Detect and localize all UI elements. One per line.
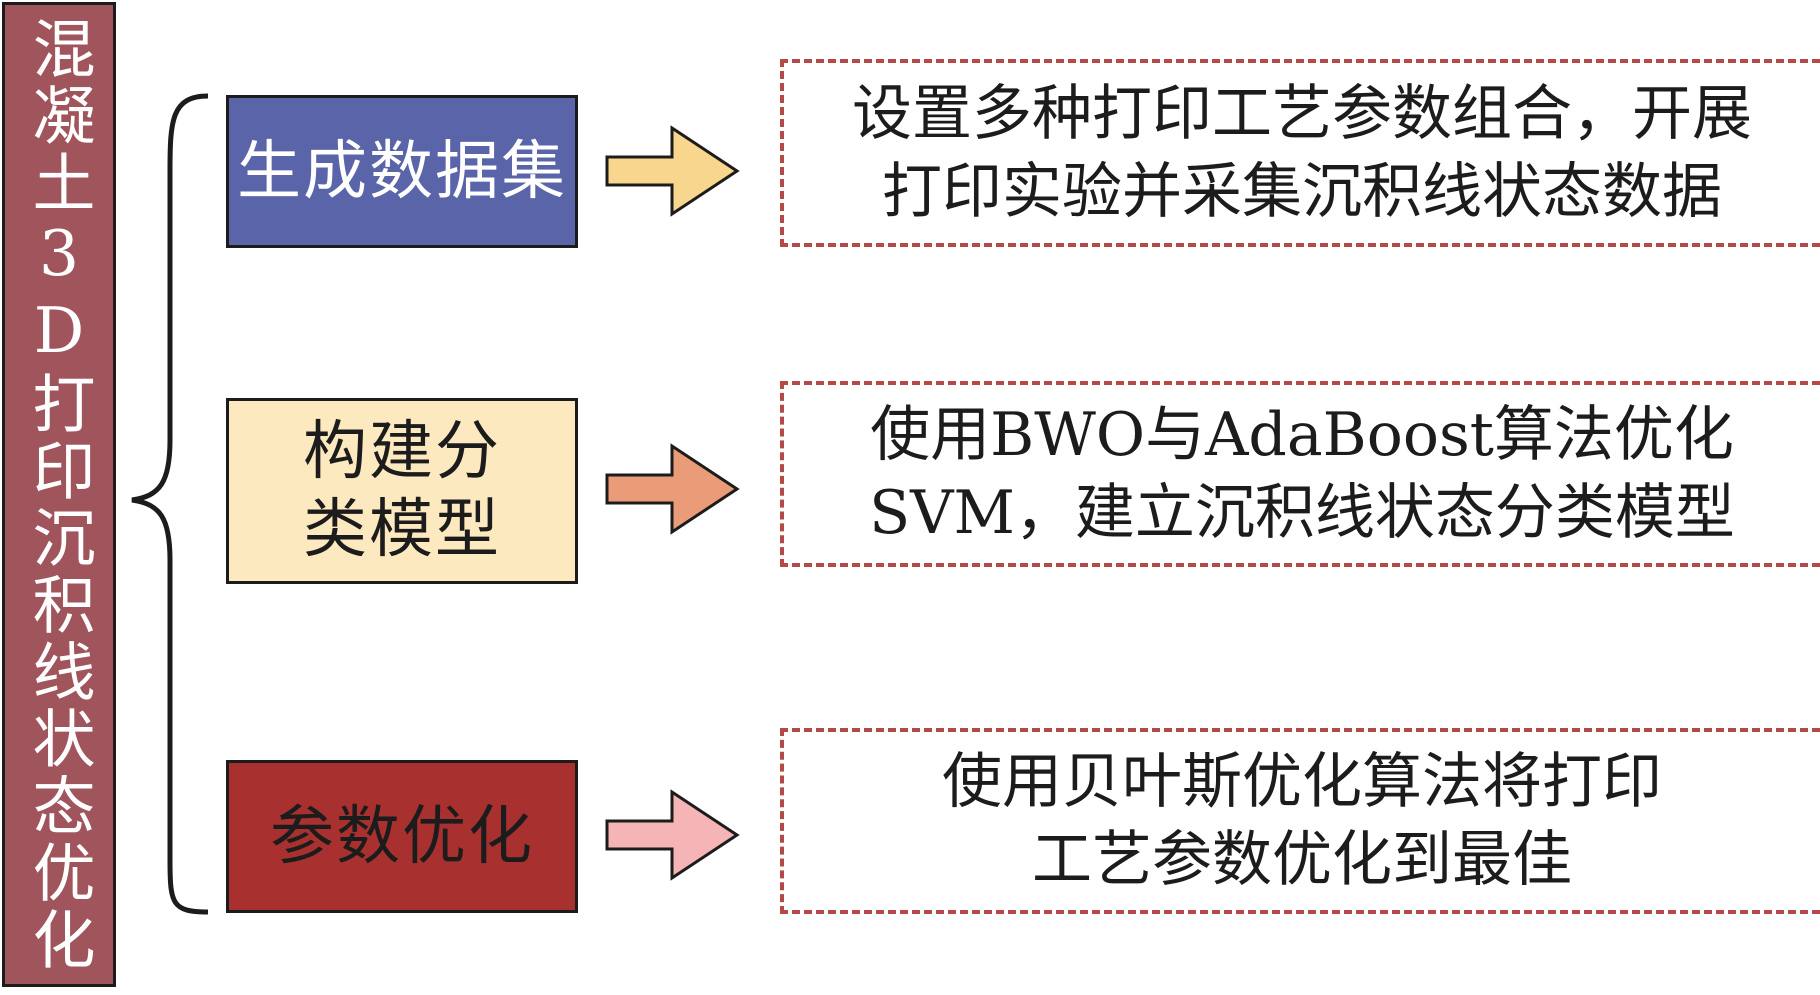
stage-parameter-optimization: 参数优化 xyxy=(226,760,578,913)
title-bar: 混凝土3D打印沉积线状态优化 xyxy=(2,2,116,987)
stage-label: 生成数据集 xyxy=(237,134,567,209)
description-line: SVM，建立沉积线状态分类模型 xyxy=(869,478,1735,548)
diagram-title: 混凝土3D打印沉积线状态优化 xyxy=(22,15,96,974)
description-box-dataset: 设置多种打印工艺参数组合，开展 打印实验并采集沉积线状态数据 xyxy=(780,59,1820,247)
description-line: 工艺参数优化到最佳 xyxy=(1032,825,1572,895)
stage-label: 构建分类模型 xyxy=(303,415,501,567)
stage-generate-dataset: 生成数据集 xyxy=(226,95,578,248)
description-box-model: 使用BWO与AdaBoost算法优化 SVM，建立沉积线状态分类模型 xyxy=(780,381,1820,567)
description-line: 使用贝叶斯优化算法将打印 xyxy=(942,747,1662,817)
description-line: 设置多种打印工艺参数组合，开展 xyxy=(852,79,1752,149)
description-box-optimization: 使用贝叶斯优化算法将打印 工艺参数优化到最佳 xyxy=(780,728,1820,914)
grouping-brace xyxy=(131,93,209,915)
arrow-generate-dataset xyxy=(605,125,740,217)
stage-build-model: 构建分类模型 xyxy=(226,398,578,584)
arrow-build-model xyxy=(605,443,740,535)
description-line: 打印实验并采集沉积线状态数据 xyxy=(882,157,1722,227)
description-line: 使用BWO与AdaBoost算法优化 xyxy=(870,400,1734,470)
stage-label: 参数优化 xyxy=(270,799,534,874)
arrow-parameter-optimization xyxy=(605,789,740,881)
